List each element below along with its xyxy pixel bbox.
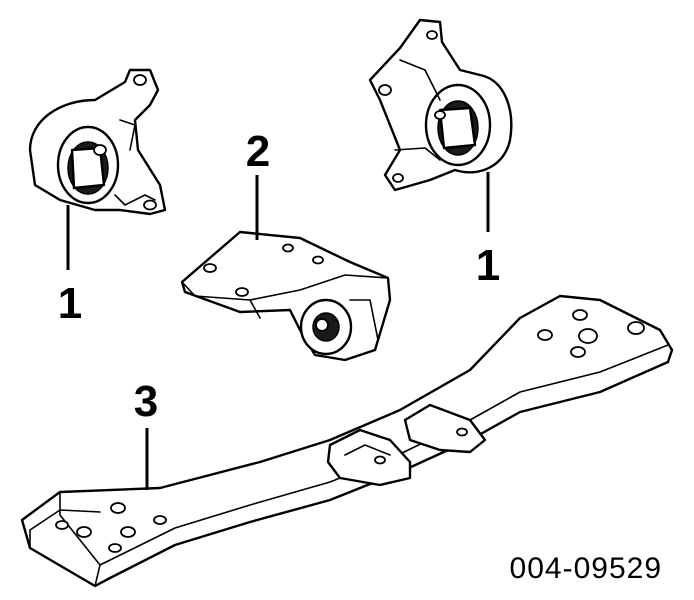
callout-mount-right: 1 bbox=[476, 241, 500, 290]
callout-mount-left: 1 bbox=[58, 279, 82, 328]
callout-crossmember: 3 bbox=[134, 377, 158, 426]
figure-code: 004-09529 bbox=[510, 552, 662, 585]
crossmember-part bbox=[20, 294, 674, 588]
callout-transmission-mount: 2 bbox=[246, 127, 270, 176]
transmission-mount-part bbox=[180, 230, 392, 362]
engine-mount-left-part bbox=[28, 68, 167, 216]
engine-mount-right-part bbox=[368, 18, 513, 192]
